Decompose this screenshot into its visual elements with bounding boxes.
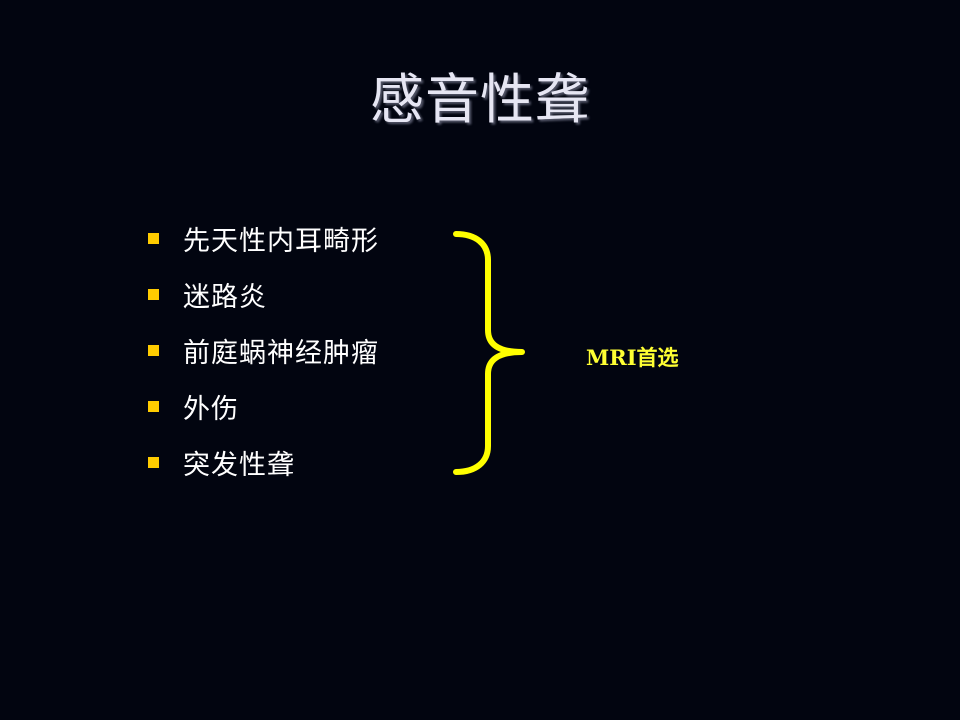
square-bullet-icon xyxy=(148,288,159,300)
bullet-text: 突发性聋 xyxy=(183,449,295,481)
right-curly-brace-icon xyxy=(453,231,525,475)
square-bullet-icon xyxy=(148,344,159,356)
bullet-text: 前庭蜗神经肿瘤 xyxy=(183,337,379,369)
square-bullet-icon xyxy=(148,456,159,468)
square-bullet-icon xyxy=(148,400,159,412)
bullet-text: 外伤 xyxy=(183,393,239,425)
list-item: 外伤 xyxy=(148,378,448,434)
bullet-list: 先天性内耳畸形 迷路炎 前庭蜗神经肿瘤 外伤 突发性聋 xyxy=(148,210,448,490)
slide-title: 感音性聋 xyxy=(370,68,590,131)
mri-note: MRI首选 xyxy=(586,345,679,370)
bullet-text: 迷路炎 xyxy=(183,281,267,313)
list-item: 迷路炎 xyxy=(148,266,448,322)
square-bullet-icon xyxy=(148,232,159,244)
bullet-text: 先天性内耳畸形 xyxy=(183,225,379,257)
list-item: 前庭蜗神经肿瘤 xyxy=(148,322,448,378)
list-item: 突发性聋 xyxy=(148,434,448,490)
list-item: 先天性内耳畸形 xyxy=(148,210,448,266)
